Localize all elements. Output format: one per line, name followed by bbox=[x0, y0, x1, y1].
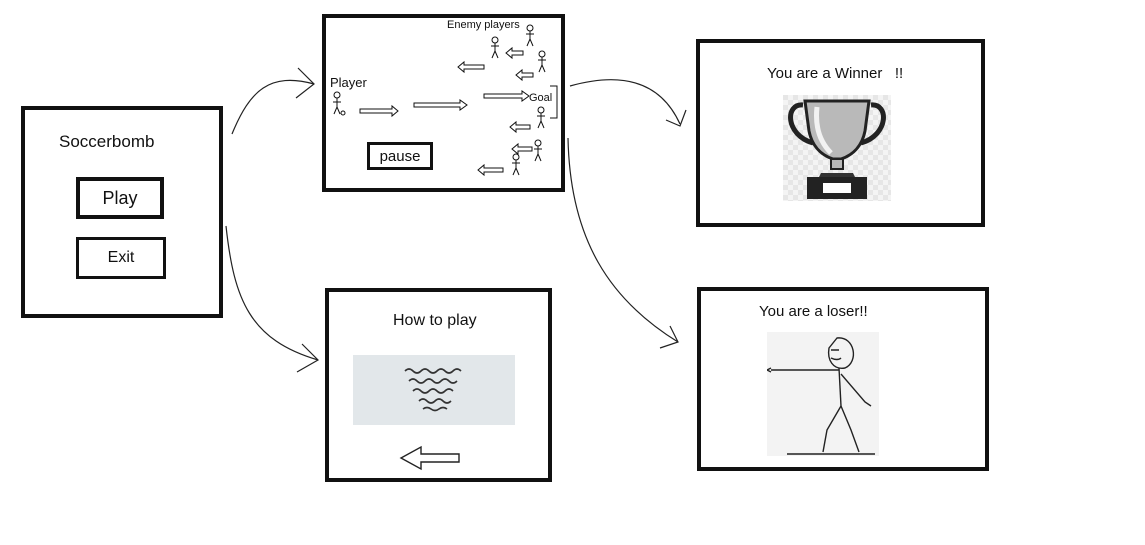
play-button[interactable]: Play bbox=[76, 177, 164, 219]
connector-game-to-loser bbox=[567, 137, 679, 343]
winner-message: You are a Winner !! bbox=[767, 65, 904, 82]
player-label: Player bbox=[330, 75, 367, 90]
trophy-icon bbox=[783, 95, 891, 201]
pause-button[interactable]: pause bbox=[367, 142, 433, 170]
goal-label: Goal bbox=[529, 92, 553, 104]
connector-menu-to-game bbox=[231, 79, 315, 135]
how-to-play-screen: How to play bbox=[325, 288, 552, 482]
menu-screen: Soccerbomb Play Exit bbox=[21, 106, 223, 318]
stick-figure-pointing-icon bbox=[767, 332, 879, 456]
game-screen: Enemy players Player Goal pause bbox=[322, 14, 565, 192]
connector-game-to-winner bbox=[569, 79, 681, 125]
winner-screen: You are a Winner !! bbox=[696, 39, 985, 227]
back-arrow-button[interactable] bbox=[397, 444, 461, 472]
player-figure bbox=[333, 91, 346, 116]
menu-title: Soccerbomb bbox=[59, 132, 155, 151]
exit-button[interactable]: Exit bbox=[76, 237, 166, 279]
defense-arrow-icon bbox=[457, 46, 534, 177]
how-to-play-title: How to play bbox=[393, 312, 477, 329]
attack-arrow-icon bbox=[359, 90, 530, 118]
game-field-sketch bbox=[333, 24, 558, 177]
left-arrow-icon bbox=[399, 445, 460, 471]
instructions-scribble-icon bbox=[353, 355, 515, 425]
enemy-figures bbox=[491, 24, 546, 176]
connector-menu-to-howto bbox=[225, 225, 319, 361]
loser-message: You are a loser!! bbox=[759, 303, 868, 320]
goal-icon bbox=[550, 85, 558, 119]
loser-screen: You are a loser!! bbox=[697, 287, 989, 471]
enemy-players-label: Enemy players bbox=[447, 19, 520, 31]
